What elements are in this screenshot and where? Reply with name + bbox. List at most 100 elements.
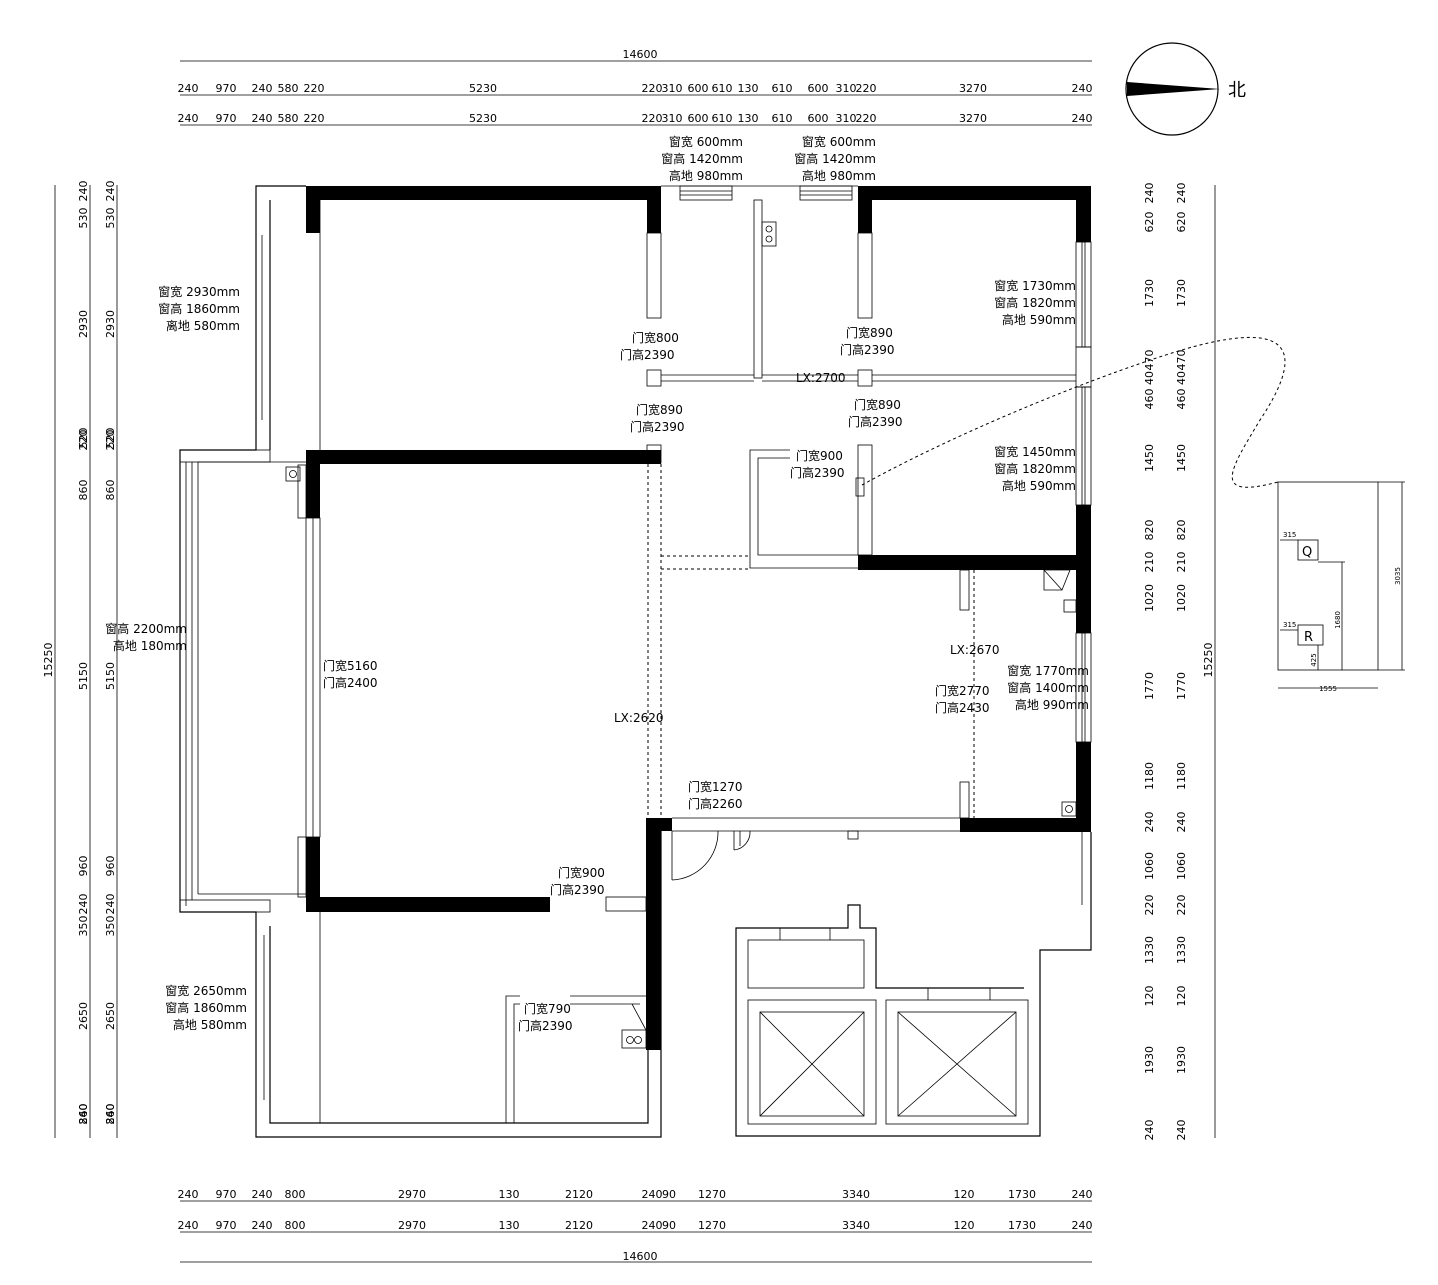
svg-text:门宽900: 门宽900 [796,448,843,463]
top-r1-dim-15: 3270 [959,82,987,95]
bottom-r1-dim-8: 90 [662,1188,676,1201]
right-r2-dim-4: 40 [1175,371,1188,385]
svg-text:门宽890: 门宽890 [846,325,893,340]
right-r2-dim-1: 620 [1175,212,1188,233]
svg-text:门高2390: 门高2390 [848,414,903,429]
detail-r: R [1304,630,1313,645]
top-r2-dim-15: 3270 [959,112,987,125]
svg-text:窗高 1420mm: 窗高 1420mm [794,151,876,166]
left-r1-dim-11: 240 [77,1104,90,1125]
right-r1-dim-8: 210 [1143,552,1156,573]
detail-leader [861,336,1286,488]
right-r1-dim-0: 240 [1143,183,1156,204]
dashed-boundaries [647,464,975,818]
right-r1-dim-9: 1020 [1143,584,1156,612]
top-r1-dim-3: 580 [278,82,299,95]
left-r2-dim-4: 520 [104,428,117,449]
svg-text:窗宽 600mm: 窗宽 600mm [802,134,876,149]
lift-core [735,832,1092,1137]
bottom-r1-dim-10: 3340 [842,1188,870,1201]
ceiling-labels: LX:2700 LX:2670 LX:2620 [614,371,1000,725]
bottom-r1-dim-0: 240 [178,1188,199,1201]
ceiling-label-3: LX:2620 [614,711,664,725]
top-total-dim: 14600 [623,48,658,61]
door-label-1: 门宽800 门高2390 [620,330,679,362]
detail-dim-1555: 1555 [1319,685,1337,693]
right-r2-dim-5: 460 [1175,389,1188,410]
bottom-r2-dim-13: 240 [1072,1219,1093,1232]
svg-text:门宽800: 门宽800 [632,330,679,345]
right-r2-dim-8: 210 [1175,552,1188,573]
bottom-r1-dim-6: 2120 [565,1188,593,1201]
svg-text:窗高 1420mm: 窗高 1420mm [661,151,743,166]
svg-text:窗高 1860mm: 窗高 1860mm [165,1000,247,1015]
detail-dim-315-b: 315 [1283,621,1296,629]
top-r2-dim-9: 610 [712,112,733,125]
left-r2-dim-8: 240 [104,894,117,915]
bottom-r2-dim-3: 800 [285,1219,306,1232]
bottom-r2-dim-7: 240 [642,1219,663,1232]
svg-text:窗宽 1730mm: 窗宽 1730mm [994,278,1076,293]
bottom-r1-dim-12: 1730 [1008,1188,1036,1201]
bottom-r2-dim-4: 2970 [398,1219,426,1232]
right-r2-dim-17: 1930 [1175,1046,1188,1074]
left-r2-dim-7: 960 [104,856,117,877]
left-r1-dim-2: 2930 [77,310,90,338]
right-dimensions: 15250 2406201730470404601450820210102017… [1143,183,1216,1141]
svg-text:门高2390: 门高2390 [620,347,675,362]
right-r1-dim-6: 1450 [1143,444,1156,472]
top-r1-dim-4: 220 [304,82,325,95]
bottom-r2-dim-2: 240 [252,1219,273,1232]
ceiling-label-2: LX:2670 [950,643,1000,657]
bottom-r2-dim-12: 1730 [1008,1219,1036,1232]
window-label-3: 窗宽 2930mm 窗高 1860mm 离地 580mm [158,284,240,333]
north-label: 北 [1228,80,1246,101]
left-r1-dim-6: 5150 [77,662,90,690]
bottom-r1-dim-7: 240 [642,1188,663,1201]
right-r2-dim-14: 220 [1175,895,1188,916]
right-r2-dim-3: 470 [1175,350,1188,371]
bottom-r2-dim-9: 1270 [698,1219,726,1232]
svg-text:高地 980mm: 高地 980mm [669,168,743,183]
top-r1-dim-13: 310 [836,82,857,95]
right-r2-dim-7: 820 [1175,520,1188,541]
svg-text:窗高 2200mm: 窗高 2200mm [105,621,187,636]
svg-text:门宽890: 门宽890 [636,402,683,417]
svg-text:高地 590mm: 高地 590mm [1002,312,1076,327]
right-r1-dim-7: 820 [1143,520,1156,541]
left-dim-row-1: 2405302930220520860515096024035026502408… [77,181,90,1125]
svg-text:门高2390: 门高2390 [518,1018,573,1033]
right-r2-dim-15: 1330 [1175,936,1188,964]
left-r2-dim-10: 2650 [104,1002,117,1030]
svg-text:门高2390: 门高2390 [550,882,605,897]
right-r2-dim-12: 240 [1175,812,1188,833]
right-total-dim: 15250 [1202,643,1215,678]
top-r1-dim-14: 220 [856,82,877,95]
bottom-total-dim: 14600 [623,1250,658,1263]
bottom-r1-dim-3: 800 [285,1188,306,1201]
bottom-r2-dim-10: 3340 [842,1219,870,1232]
svg-text:窗宽 1770mm: 窗宽 1770mm [1007,663,1089,678]
left-r1-dim-12: 860 [77,1104,90,1125]
svg-text:离地 580mm: 离地 580mm [166,318,240,333]
top-r1-dim-2: 240 [252,82,273,95]
left-r1-dim-7: 960 [77,856,90,877]
window-label-1: 窗宽 600mm 窗高 1420mm 高地 980mm [661,134,743,183]
right-r1-dim-13: 1060 [1143,852,1156,880]
svg-text:高地 980mm: 高地 980mm [802,168,876,183]
left-r2-dim-2: 2930 [104,310,117,338]
right-r2-dim-16: 120 [1175,986,1188,1007]
left-r2-dim-0: 240 [104,181,117,202]
right-r2-dim-10: 1770 [1175,672,1188,700]
left-r1-dim-10: 2650 [77,1002,90,1030]
svg-text:门高2400: 门高2400 [323,675,378,690]
door-labels: 门宽800 门高2390 门宽890 门高2390 门宽890 门高2390 门宽89… [323,325,990,1033]
right-r1-dim-18: 240 [1143,1120,1156,1141]
svg-text:门宽890: 门宽890 [854,397,901,412]
ceiling-label-1: LX:2700 [796,371,846,385]
